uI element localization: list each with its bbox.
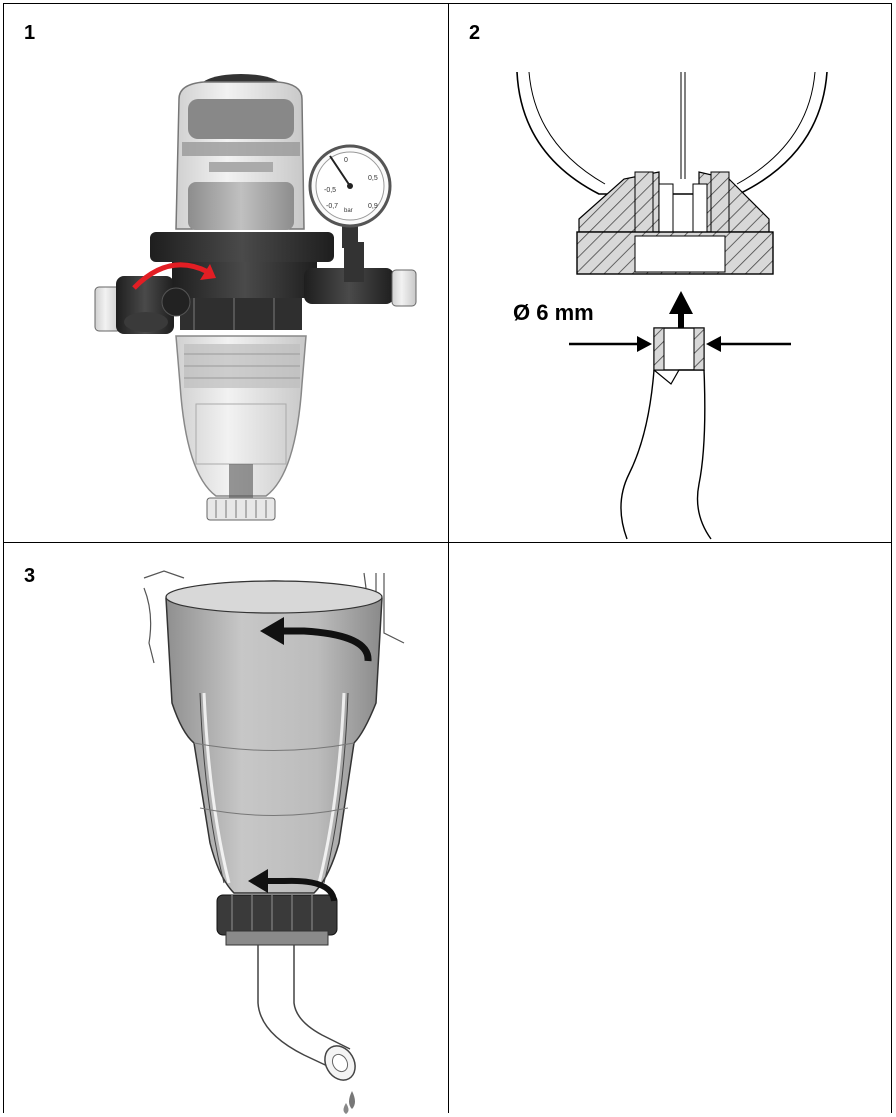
gauge-label: -0,7 <box>326 203 338 210</box>
housing-ring <box>150 232 334 330</box>
arrow-head-icon <box>200 264 216 280</box>
filter-assembly-illustration: -0,5 0 0,5 -0,7 0,9 bar <box>94 74 417 521</box>
drain-nut-section <box>576 171 774 275</box>
water-drop-icon <box>343 1103 349 1114</box>
gauge-label: 0,5 <box>368 175 378 182</box>
gauge-label: 0,9 <box>368 203 378 210</box>
arrow-head-icon <box>248 869 268 893</box>
step-number: 3 <box>24 565 36 587</box>
filter-bowl <box>175 335 307 521</box>
inlet-pipe <box>94 276 191 334</box>
drain-connection-cross-section: Ø 6 mm <box>513 71 828 540</box>
step-3-panel: 3 <box>3 542 450 1114</box>
arrow-head-icon <box>260 617 284 645</box>
dimension-arrow-icon <box>637 336 652 352</box>
unscrew-nut-arrow-icon <box>266 877 337 902</box>
water-drop-icon <box>349 1091 355 1109</box>
outlet-pipe <box>304 242 417 307</box>
drain-hose <box>620 327 712 540</box>
drain-hose <box>257 945 339 1072</box>
bowl-outline <box>516 71 828 195</box>
gauge-label: 0 <box>344 157 348 164</box>
insert-arrow-icon <box>669 291 693 346</box>
unscrew-arrow-icon <box>280 627 372 662</box>
dimension-label: Ø 6 mm <box>513 300 594 325</box>
empty-panel <box>448 542 892 1113</box>
pressure-gauge: -0,5 0 0,5 -0,7 0,9 bar <box>308 144 392 248</box>
gauge-label: -0,5 <box>324 187 336 194</box>
gauge-unit: bar <box>344 208 353 214</box>
step-1-panel: 1 <box>3 3 450 544</box>
top-cap <box>175 74 305 230</box>
step-number: 1 <box>24 22 36 44</box>
step-2-panel: 2 <box>448 3 892 544</box>
step-number: 2 <box>469 22 481 44</box>
bowl-removal-illustration <box>143 570 405 1114</box>
drain-nut <box>216 894 338 946</box>
rotation-arrow-icon <box>132 262 210 290</box>
instruction-grid: 1 <box>3 3 892 1114</box>
dimension-arrow-icon <box>706 336 721 352</box>
